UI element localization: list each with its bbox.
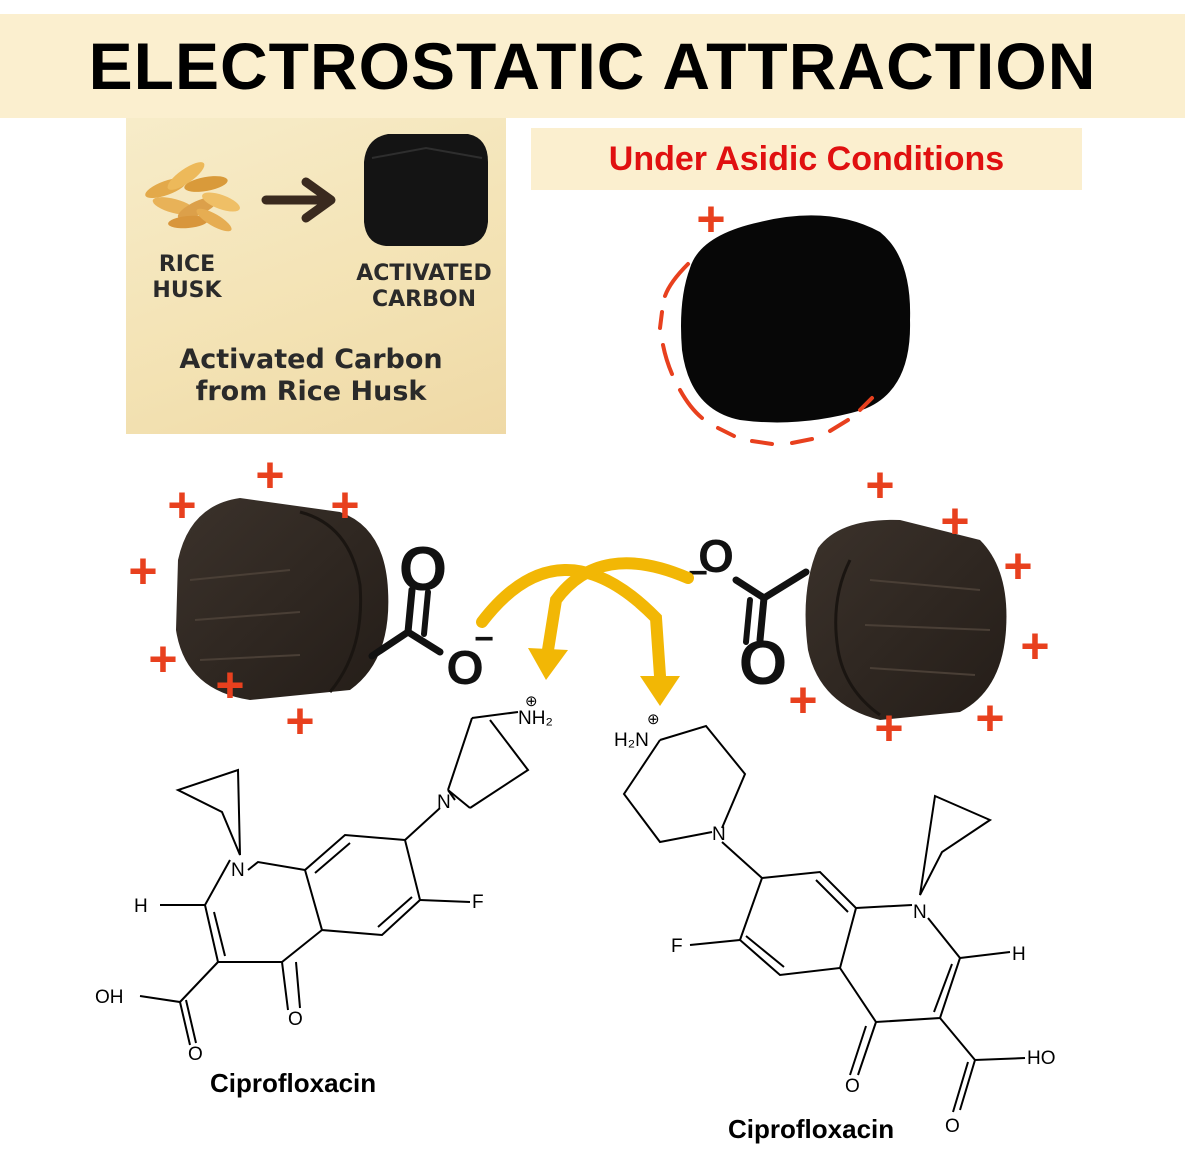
condition-label: Under Asidic Conditions bbox=[608, 139, 1005, 178]
hydroxyl-label: OH bbox=[95, 987, 124, 1008]
acidic-carbon-particle: + bbox=[658, 191, 911, 446]
plus-charge: + bbox=[1003, 538, 1032, 594]
left-carbon-particle bbox=[176, 498, 389, 700]
plus-charge: + bbox=[215, 657, 244, 713]
rice-husk-label: RICE HUSK bbox=[152, 252, 222, 304]
oxygen-label: O bbox=[288, 1009, 303, 1030]
plus-charge: + bbox=[255, 447, 284, 503]
minus-charge: − bbox=[688, 554, 708, 592]
hydroxyl-label: HO bbox=[1027, 1048, 1056, 1069]
arrowhead-icon bbox=[640, 676, 680, 706]
oxygen-label: O bbox=[698, 530, 734, 582]
page-title: ELECTROSTATIC ATTRACTION bbox=[88, 29, 1097, 103]
oxygen-label: O bbox=[739, 629, 787, 698]
plus-charge: + bbox=[975, 690, 1004, 746]
fluorine-label: F bbox=[671, 936, 683, 957]
molecule-name-left: Ciprofloxacin bbox=[210, 1068, 377, 1098]
ammonium-label: NH₂ bbox=[518, 708, 553, 729]
oxygen-label: O bbox=[945, 1116, 960, 1137]
oxygen-label: O bbox=[399, 535, 447, 604]
hydrogen-label: H bbox=[1012, 944, 1026, 965]
title-banner: ELECTROSTATIC ATTRACTION bbox=[0, 14, 1185, 118]
plus-charge: + bbox=[148, 631, 177, 687]
left-carboxylate-group: O O − bbox=[368, 535, 494, 695]
minus-charge: − bbox=[474, 620, 494, 658]
ciprofloxacin-left-atoms: NH₂ ⊕ N N F H OH O O bbox=[95, 693, 553, 1065]
arrowhead-icon bbox=[528, 648, 568, 680]
rice-husk-inset: RICE HUSK ACTIVATED CARBON Activated Car… bbox=[126, 118, 506, 434]
cation-charge: ⊕ bbox=[647, 711, 660, 728]
nitrogen-label: N bbox=[712, 824, 726, 845]
inset-artwork bbox=[145, 134, 488, 246]
plus-charge: + bbox=[1020, 618, 1049, 674]
ciprofloxacin-right-structure bbox=[622, 724, 1026, 1113]
fluorine-label: F bbox=[472, 892, 484, 913]
nitrogen-label: N bbox=[437, 792, 451, 813]
positive-charges: + + + + + + + + + + + + + + bbox=[128, 447, 1049, 756]
right-carboxylate-group: O − O bbox=[688, 530, 810, 698]
nitrogen-label: N bbox=[913, 902, 927, 923]
arrow-to-left-amine bbox=[542, 557, 694, 656]
oxygen-label: O bbox=[188, 1044, 203, 1065]
negative-surface-dashes bbox=[658, 262, 874, 446]
molecule-name-right: Ciprofloxacin bbox=[728, 1114, 895, 1144]
plus-charge: + bbox=[128, 543, 157, 599]
ciprofloxacin-right-atoms: H₂N ⊕ N N F H HO O O bbox=[614, 711, 1056, 1137]
ciprofloxacin-left-structure bbox=[139, 711, 530, 1046]
activated-carbon-label: ACTIVATED CARBON bbox=[356, 261, 492, 313]
plus-charge: + bbox=[330, 477, 359, 533]
carbon-cube-illustration bbox=[364, 134, 488, 246]
plus-charge: + bbox=[788, 672, 817, 728]
plus-charge: + bbox=[874, 700, 903, 756]
plus-charge: + bbox=[865, 457, 894, 513]
cation-charge: ⊕ bbox=[525, 693, 538, 710]
attraction-arrows bbox=[476, 557, 694, 706]
arrow-to-right-amine bbox=[476, 564, 666, 682]
plus-charge: + bbox=[285, 693, 314, 749]
plus-charge: + bbox=[940, 493, 969, 549]
oxygen-label: O bbox=[845, 1076, 860, 1097]
inset-caption: Activated Carbon from Rice Husk bbox=[179, 344, 443, 408]
condition-banner: Under Asidic Conditions bbox=[531, 128, 1082, 190]
hydrogen-label: H bbox=[134, 896, 148, 917]
plus-charge-acidic: + bbox=[696, 191, 725, 247]
right-carbon-particle bbox=[805, 519, 1007, 720]
rice-grains-illustration bbox=[145, 162, 240, 232]
oxygen-label: O bbox=[446, 642, 483, 695]
nitrogen-label: N bbox=[231, 860, 245, 881]
arrow-right-icon bbox=[261, 177, 336, 223]
plus-charge: + bbox=[167, 477, 196, 533]
ammonium-label: H₂N bbox=[614, 730, 649, 751]
